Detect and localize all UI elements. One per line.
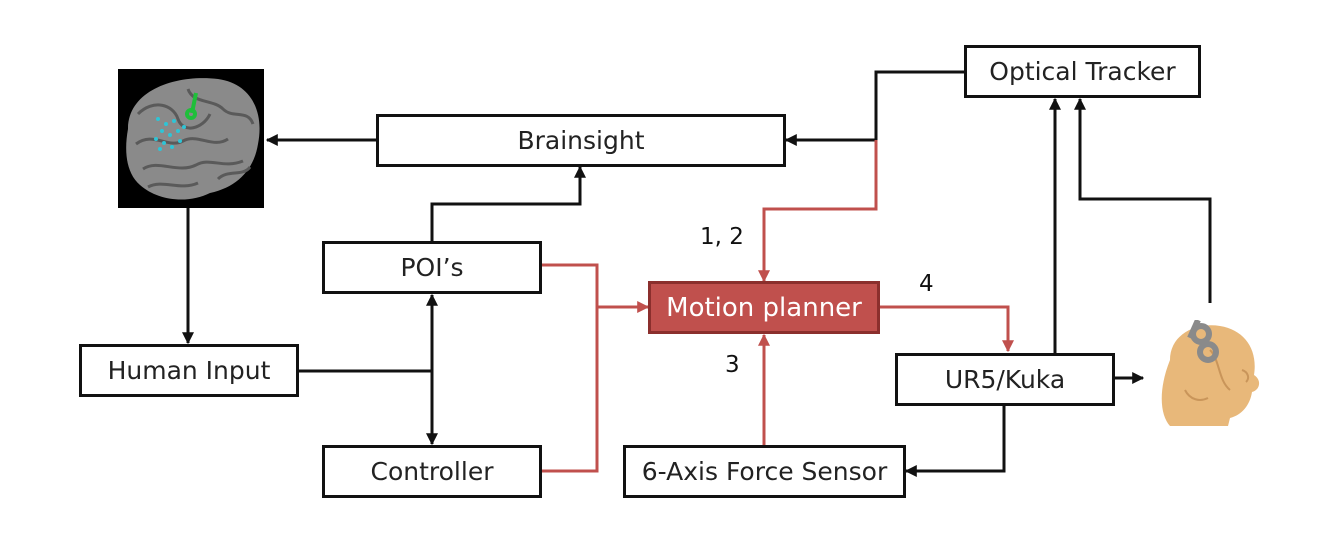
optical-tracker-label: Optical Tracker: [989, 57, 1176, 86]
link-tracker-to-planner: [758, 140, 878, 283]
brain-scan-image: [118, 69, 264, 208]
motion-planner-node: Motion planner: [648, 281, 880, 334]
motion-planner-label: Motion planner: [666, 292, 862, 323]
link-head-to-tracker: [1074, 97, 1212, 303]
brainsight-label: Brainsight: [517, 126, 645, 155]
human-input-node: Human Input: [79, 344, 299, 397]
head-model-image: [1161, 320, 1260, 426]
link-planner-to-robot: [880, 305, 1014, 353]
link-pois-to-brainsight: [430, 165, 586, 241]
human-input-label: Human Input: [107, 356, 271, 385]
edge-label-c: 3: [725, 352, 740, 378]
optical-tracker-node: Optical Tracker: [964, 45, 1201, 98]
ur5-kuka-node: UR5/Kuka: [895, 353, 1115, 406]
link-pois-to-planner: [542, 263, 650, 313]
edge-label-b: 4: [919, 271, 934, 297]
controller-label: Controller: [370, 457, 494, 486]
force-sensor-label: 6-Axis Force Sensor: [641, 457, 888, 486]
edge-label-a: 1, 2: [700, 224, 744, 250]
brainsight-node: Brainsight: [376, 114, 786, 167]
pois-node: POI’s: [322, 241, 542, 294]
controller-node: Controller: [322, 445, 542, 498]
pois-label: POI’s: [400, 253, 464, 282]
link-controller-to-planner: [542, 307, 599, 473]
ur5-kuka-label: UR5/Kuka: [944, 365, 1066, 394]
link-tracker-to-brainsight: [784, 70, 964, 146]
force-sensor-node: 6-Axis Force Sensor: [623, 445, 906, 498]
link-robot-to-sensor: [904, 404, 1006, 477]
